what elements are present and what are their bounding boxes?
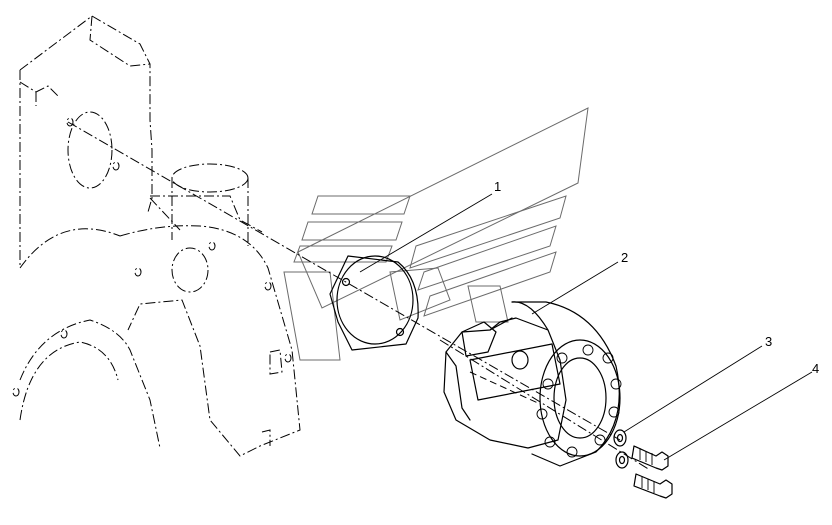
- engine-housing-phantom: [12, 15, 301, 457]
- callout-4: 4: [663, 361, 819, 461]
- washer-part-3: [613, 429, 629, 469]
- assembly-center-line: [67, 121, 621, 441]
- callout-leader-4: [663, 371, 813, 461]
- callout-label-4: 4: [812, 361, 819, 376]
- brand-logo-watermark: [283, 107, 589, 361]
- callout-label-1: 1: [494, 179, 501, 194]
- gasket-part-1: [329, 255, 419, 351]
- callout-leader-3: [623, 345, 763, 433]
- callout-leader-2: [531, 261, 619, 315]
- callout-label-2: 2: [621, 250, 628, 265]
- bolt-part-4: [631, 445, 673, 499]
- hydraulic-pump-part-2: [443, 301, 622, 467]
- callout-2: 2: [531, 250, 628, 315]
- callout-1: 1: [359, 179, 501, 273]
- bolt-axis-line: [439, 339, 651, 471]
- callout-label-3: 3: [765, 334, 772, 349]
- callout-3: 3: [623, 334, 772, 433]
- callout-leader-1: [359, 193, 493, 273]
